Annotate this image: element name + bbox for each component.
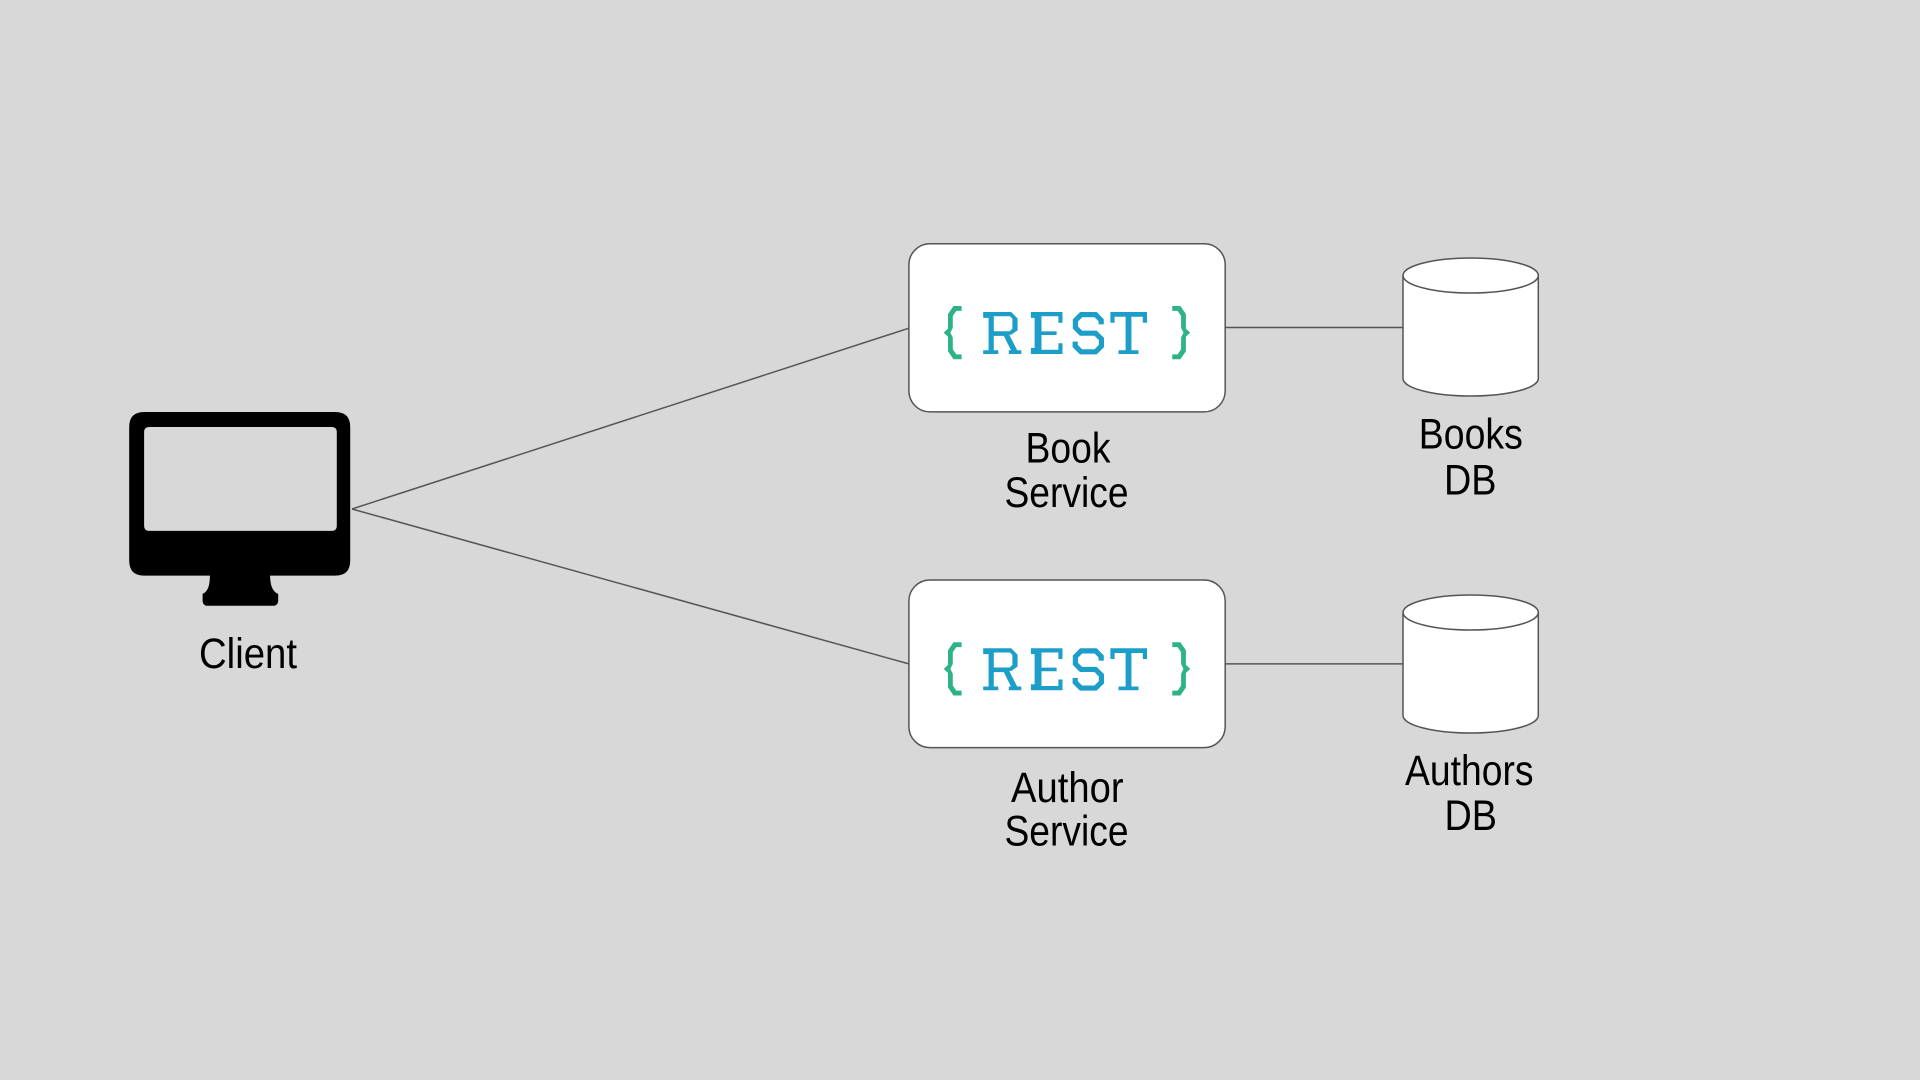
svg-text:Author: Author bbox=[1011, 765, 1124, 812]
svg-text:Client: Client bbox=[199, 631, 297, 678]
svg-text:Book: Book bbox=[1026, 425, 1112, 472]
svg-text:DB: DB bbox=[1444, 793, 1497, 840]
svg-text:Service: Service bbox=[1005, 809, 1129, 856]
svg-text:Service: Service bbox=[1005, 470, 1129, 517]
svg-text:DB: DB bbox=[1444, 458, 1497, 505]
svg-text:Books: Books bbox=[1419, 412, 1523, 459]
svg-text:Authors: Authors bbox=[1405, 748, 1534, 795]
